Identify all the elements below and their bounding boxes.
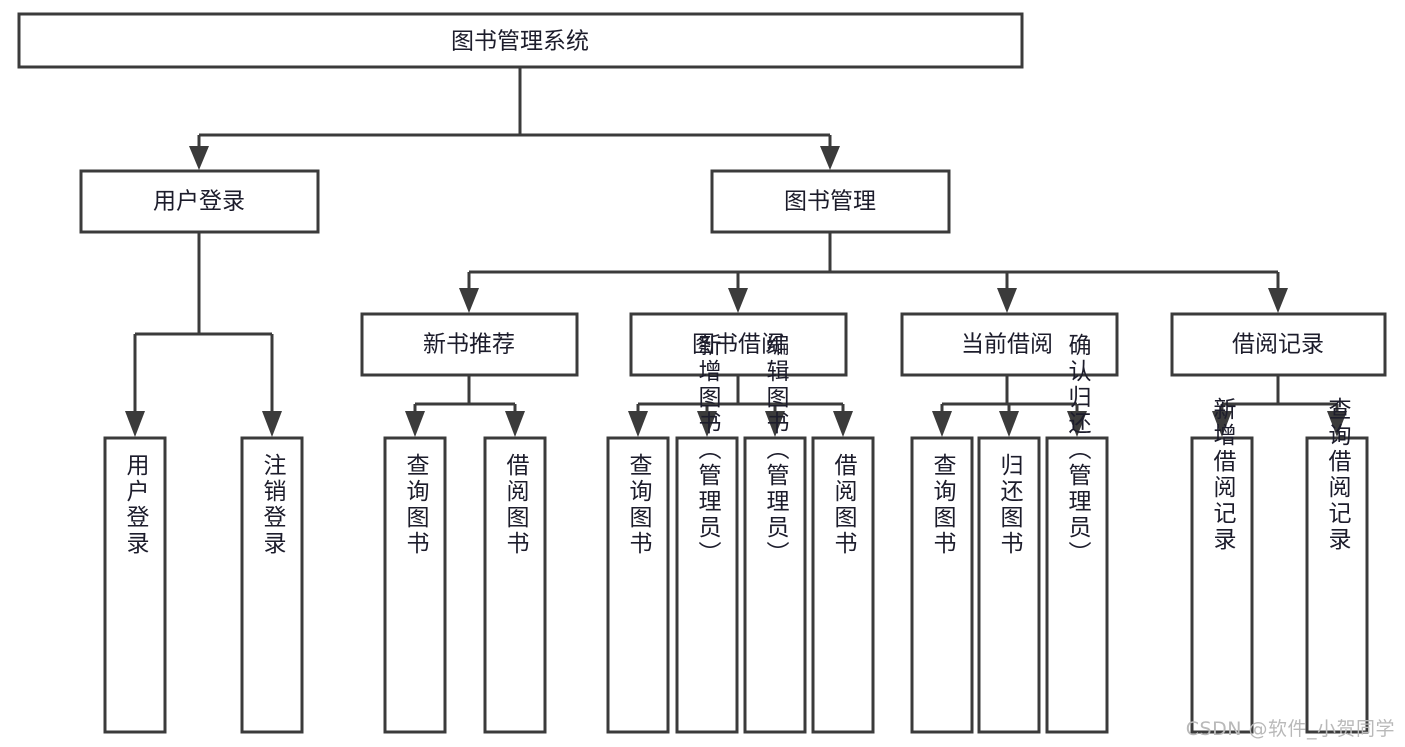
leaf-recommend-borrow-book-box[interactable] [483, 436, 547, 734]
leaf-record-add-record-label: 新增借阅记录 [1209, 397, 1237, 553]
leaf-current-confirm-return-admin-label: 确认归还（管理员） [1064, 333, 1092, 567]
node-current-borrow[interactable]: 当前借阅 [900, 312, 1119, 377]
arrow-head-recommend-leaf-1 [405, 411, 425, 437]
leaf-user-login-login-label: 用户登录 [122, 453, 150, 557]
leaf-current-confirm-return-admin[interactable]: 确认归还（管理员） [1045, 333, 1109, 734]
leaf-recommend-query-book-label: 查询图书 [402, 453, 430, 557]
node-borrow-record[interactable]: 借阅记录 [1170, 312, 1387, 377]
leaf-user-login-logout-label: 注销登录 [259, 453, 287, 557]
node-root-label: 图书管理系统 [451, 29, 589, 55]
leaf-current-query-book[interactable]: 查询图书 [910, 436, 974, 734]
leaf-borrow-add-book-admin-box[interactable] [675, 436, 739, 734]
leaf-recommend-borrow-book-label: 借阅图书 [502, 453, 530, 557]
leaf-current-return-book-label: 归还图书 [996, 453, 1024, 557]
leaf-current-query-book-label: 查询图书 [929, 453, 957, 557]
arrow-head-borrow-leaf-3 [765, 411, 785, 437]
node-book-management[interactable]: 图书管理 [710, 169, 951, 234]
node-new-book-recommend-box[interactable] [360, 312, 579, 377]
node-user-login-label: 用户登录 [153, 189, 245, 215]
arrow-head-user-login [189, 146, 209, 170]
node-user-login-box[interactable] [79, 169, 320, 234]
arrow-head-current-leaf-2 [999, 411, 1019, 437]
leaf-recommend-query-book-box[interactable] [383, 436, 447, 734]
leaf-record-query-record-box[interactable] [1305, 436, 1369, 734]
leaf-user-login-logout[interactable]: 注销登录 [240, 436, 304, 734]
arrow-head-book-mgmt [820, 146, 840, 170]
arrow-head-book-borrow [728, 288, 748, 313]
node-new-book-recommend-label: 新书推荐 [423, 332, 515, 358]
leaf-user-login-login[interactable]: 用户登录 [103, 436, 167, 734]
arrow-head-record-leaf-1 [1212, 411, 1232, 437]
connector-group [125, 67, 1347, 437]
leaf-borrow-add-book-admin-label: 新增图书（管理员） [694, 333, 722, 567]
node-root-system[interactable]: 图书管理系统 [17, 12, 1024, 69]
leaf-borrow-edit-book-admin-box[interactable] [743, 436, 807, 734]
arrow-head-record-leaf-2 [1327, 411, 1347, 437]
leaf-borrow-borrow-book[interactable]: 借阅图书 [811, 436, 875, 734]
leaf-recommend-borrow-book[interactable]: 借阅图书 [483, 436, 547, 734]
node-borrow-record-label: 借阅记录 [1232, 332, 1324, 358]
arrow-head-current-borrow [997, 288, 1017, 313]
arrow-head-borrow-record [1268, 288, 1288, 313]
arrow-head-borrow-leaf-2 [697, 411, 717, 437]
leaf-current-confirm-return-admin-box[interactable] [1045, 436, 1109, 734]
arrow-head-current-leaf-1 [932, 411, 952, 437]
node-current-borrow-label: 当前借阅 [961, 332, 1053, 358]
leaf-recommend-query-book[interactable]: 查询图书 [383, 436, 447, 734]
arrow-head-current-leaf-3 [1067, 411, 1087, 437]
leaf-user-login-logout-box[interactable] [240, 436, 304, 734]
node-root-box[interactable] [17, 12, 1024, 69]
leaf-current-query-book-box[interactable] [910, 436, 974, 734]
node-book-borrow-label: 图书借阅 [692, 332, 784, 358]
node-new-book-recommend[interactable]: 新书推荐 [360, 312, 579, 377]
leaf-borrow-borrow-book-label: 借阅图书 [830, 453, 858, 557]
leaf-record-add-record-box[interactable] [1190, 436, 1254, 734]
arrow-head-borrow-leaf-4 [833, 411, 853, 437]
arrow-head-new-book-recommend [459, 288, 479, 313]
node-user-login[interactable]: 用户登录 [79, 169, 320, 234]
leaf-current-return-book-box[interactable] [977, 436, 1041, 734]
node-borrow-record-box[interactable] [1170, 312, 1387, 377]
arrow-head-leaf-logout [262, 411, 282, 437]
leaf-borrow-edit-book-admin-label: 编辑图书（管理员） [762, 333, 790, 567]
arrow-head-borrow-leaf-1 [628, 411, 648, 437]
node-book-borrow[interactable]: 图书借阅 [629, 312, 848, 377]
leaf-user-login-login-box[interactable] [103, 436, 167, 734]
leaf-record-query-record[interactable]: 查询借阅记录 [1305, 397, 1369, 734]
node-book-management-box[interactable] [710, 169, 951, 234]
arrow-head-leaf-user-login [125, 411, 145, 437]
leaf-borrow-query-book[interactable]: 查询图书 [606, 436, 670, 734]
leaf-current-return-book[interactable]: 归还图书 [977, 436, 1041, 734]
leaf-record-query-record-label: 查询借阅记录 [1324, 397, 1352, 553]
node-current-borrow-box[interactable] [900, 312, 1119, 377]
leaf-record-add-record[interactable]: 新增借阅记录 [1190, 397, 1254, 734]
node-book-borrow-box[interactable] [629, 312, 848, 377]
leaf-borrow-borrow-book-box[interactable] [811, 436, 875, 734]
leaf-borrow-query-book-box[interactable] [606, 436, 670, 734]
arrow-head-recommend-leaf-2 [505, 411, 525, 437]
leaf-borrow-edit-book-admin[interactable]: 编辑图书（管理员） [743, 333, 807, 734]
leaf-borrow-query-book-label: 查询图书 [625, 453, 653, 557]
leaf-borrow-add-book-admin[interactable]: 新增图书（管理员） [675, 333, 739, 734]
node-book-management-label: 图书管理 [784, 189, 876, 215]
